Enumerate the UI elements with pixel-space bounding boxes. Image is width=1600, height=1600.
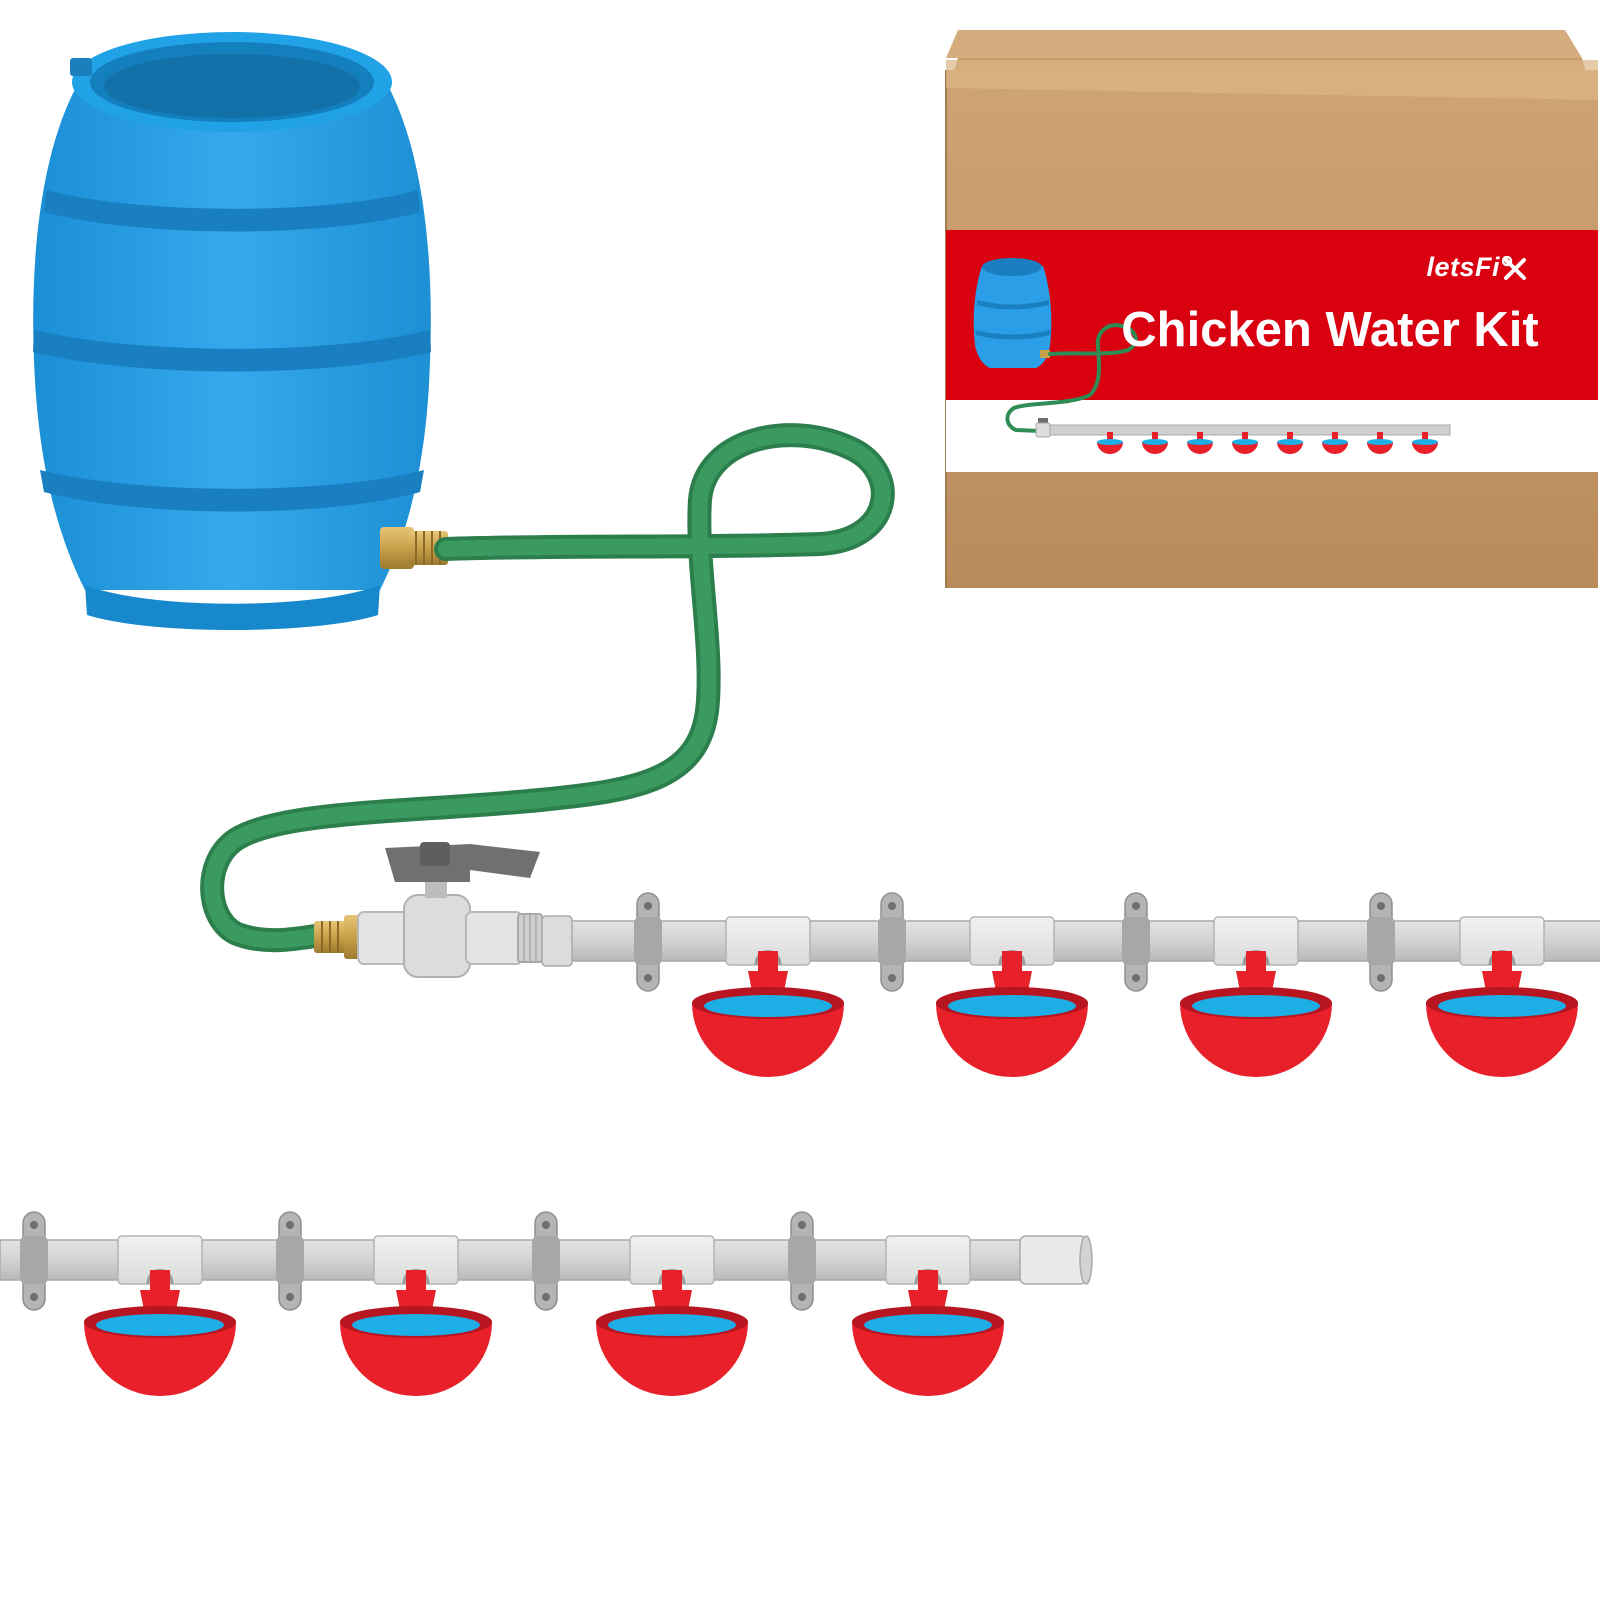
pipe-clamp — [788, 1211, 816, 1311]
valve-hose-fitting — [314, 915, 360, 959]
mini-cup — [1367, 432, 1393, 454]
pipe-clamp — [1367, 892, 1395, 992]
mini-barrel-icon — [973, 258, 1052, 368]
drinking-cup — [936, 916, 1088, 1077]
pipe-clamp — [20, 1211, 48, 1311]
drinking-cup — [84, 1235, 236, 1396]
barrel — [33, 32, 431, 630]
drinking-cup — [1180, 916, 1332, 1077]
hose — [200, 423, 895, 953]
drinking-cup — [340, 1235, 492, 1396]
upper-cups-row — [634, 892, 1578, 1077]
mini-cup — [1142, 432, 1168, 454]
drinking-cup — [1426, 916, 1578, 1077]
mini-cup — [1097, 432, 1123, 454]
box-title: Chicken Water Kit — [1121, 303, 1539, 357]
drinking-cup — [692, 916, 844, 1077]
pipe-clamp — [532, 1211, 560, 1311]
upper-pipe — [541, 915, 1600, 967]
brand-logo-text: letsFi — [1426, 252, 1500, 282]
pipe-clamp — [1122, 892, 1150, 992]
mini-cup — [1277, 432, 1303, 454]
mini-cup — [1232, 432, 1258, 454]
mini-cup — [1187, 432, 1213, 454]
drinking-cup — [596, 1235, 748, 1396]
mini-hose-icon — [1005, 323, 1138, 433]
mini-cup — [1412, 432, 1438, 454]
drinking-cup — [852, 1235, 1004, 1396]
mini-cups-icon — [1097, 432, 1438, 454]
lower-cups-row — [20, 1211, 1004, 1396]
pipe-clamp — [634, 892, 662, 992]
pipe-clamp — [276, 1211, 304, 1311]
kit-box — [945, 30, 1598, 588]
mini-cup — [1322, 432, 1348, 454]
wrench-screwdriver-icon — [1502, 256, 1526, 280]
pipe-clamp — [878, 892, 906, 992]
ball-valve — [357, 842, 543, 978]
